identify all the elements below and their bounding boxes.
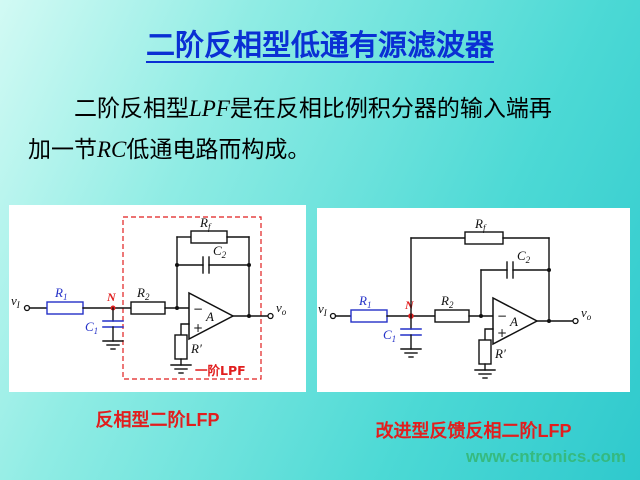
right-circuit-panel: vI R1 N Rf	[317, 208, 630, 392]
svg-text:R1: R1	[358, 293, 371, 310]
svg-text:R2: R2	[440, 293, 454, 310]
r1-label: R	[54, 285, 63, 300]
svg-text:R2: R2	[136, 285, 150, 302]
body-line-2: 加一节RC低通电路而构成。	[28, 129, 620, 170]
vout-label-sub: o	[587, 312, 592, 322]
rf-label: R	[474, 216, 483, 231]
opamp-plus-input: +	[497, 326, 507, 340]
c2-label-sub: 2	[222, 250, 227, 260]
opamp-minus-input: −	[193, 302, 203, 316]
vin-label-sub: I	[323, 308, 328, 318]
opamp: − + A	[188, 291, 235, 341]
feedback-resistor-rf: Rf	[410, 216, 550, 245]
svg-text:vI: vI	[318, 301, 328, 318]
svg-text:C1: C1	[383, 327, 396, 344]
input-terminal: vI	[11, 293, 31, 312]
ground-symbol	[170, 364, 192, 374]
ground-symbol	[474, 369, 496, 379]
right-circuit-diagram: vI R1 N Rf	[318, 216, 592, 379]
svg-text:R1: R1	[54, 285, 67, 302]
capacitor-c1: C1	[85, 307, 124, 342]
resistor-r1: R1	[350, 293, 388, 323]
node-n-label: N	[106, 290, 117, 304]
rf-label: R	[199, 215, 208, 230]
opamp-minus-input: −	[497, 309, 507, 323]
output-terminal: vo	[572, 305, 592, 325]
rf-label-sub: f	[208, 222, 212, 232]
resistor-r2: R2	[434, 293, 470, 323]
vout-label: v	[581, 305, 587, 320]
svg-text:C2: C2	[213, 243, 227, 260]
body-part: 加一节	[28, 136, 97, 162]
c1-label: C	[85, 319, 94, 334]
c2-label: C	[517, 248, 526, 263]
vout-label-sub: o	[282, 307, 287, 317]
c1-label-sub: 1	[94, 326, 99, 336]
svg-text:Rf: Rf	[199, 215, 212, 232]
ground-symbol	[400, 348, 422, 358]
feedback-capacitor-c2: C2	[175, 243, 251, 274]
feedback-resistor-rf: Rf	[176, 215, 250, 244]
body-part: 是在反相比例积分器的输入端再	[229, 95, 552, 121]
r1-label-sub: 1	[63, 292, 68, 302]
body-line-1: 二阶反相型LPF是在反相比例积分器的输入端再	[28, 88, 620, 129]
opamp-plus-input: +	[193, 321, 203, 335]
first-order-lpf-dashed-box	[122, 216, 262, 380]
opamp-label: A	[205, 309, 214, 324]
body-part-rc: RC	[97, 137, 127, 162]
resistor-r1: R1	[46, 285, 84, 315]
r1-label: R	[358, 293, 367, 308]
c2-label: C	[213, 243, 222, 258]
body-part: 二阶反相型	[74, 95, 189, 121]
node-n-label: N	[404, 298, 415, 312]
r-prime-label: R′	[494, 346, 506, 361]
r2-label-sub: 2	[449, 300, 454, 310]
vin-label: v	[318, 301, 324, 316]
c2-label-sub: 2	[526, 255, 531, 265]
ground-symbol	[102, 340, 124, 350]
c1-label: C	[383, 327, 392, 342]
opamp-label: A	[509, 314, 518, 329]
resistor-r2: R2	[130, 285, 166, 315]
resistor-r-prime: R′	[478, 328, 506, 371]
output-terminal: vo	[267, 300, 287, 320]
watermark: www.cntronics.com	[466, 447, 626, 466]
left-circuit-caption: 反相型二阶LFP	[95, 410, 220, 430]
right-circuit-caption: 改进型反馈反相二阶LFP	[375, 421, 572, 441]
c1-label-sub: 1	[392, 334, 397, 344]
opamp: − + A	[492, 296, 539, 346]
left-circuit-diagram: 一阶LPF vI R1 N C1	[11, 215, 287, 380]
svg-text:Rf: Rf	[474, 216, 487, 233]
capacitor-c1: C1	[383, 315, 422, 350]
slide-title: 二阶反相型低通有源滤波器	[145, 30, 494, 62]
r2-label: R	[440, 293, 449, 308]
r2-label: R	[136, 285, 145, 300]
vin-label: v	[11, 293, 17, 308]
r-prime-label: R′	[190, 341, 202, 356]
r2-label-sub: 2	[145, 292, 150, 302]
resistor-r-prime: R′	[174, 323, 202, 366]
vout-label: v	[276, 300, 282, 315]
svg-text:C1: C1	[85, 319, 98, 336]
body-text: 二阶反相型LPF是在反相比例积分器的输入端再 加一节RC低通电路而构成。	[28, 88, 620, 170]
first-order-lpf-label: 一阶LPF	[195, 363, 246, 378]
body-part: 低通电路而构成。	[126, 136, 311, 162]
r1-label-sub: 1	[367, 300, 372, 310]
feedback-capacitor-c2: C2	[480, 248, 551, 317]
body-part-lpf: LPF	[189, 96, 230, 121]
svg-text:C2: C2	[517, 248, 531, 265]
svg-text:vo: vo	[276, 300, 287, 317]
svg-text:vI: vI	[11, 293, 21, 310]
input-terminal: vI	[318, 301, 337, 320]
left-circuit-panel: 一阶LPF vI R1 N C1	[9, 205, 306, 392]
svg-text:vo: vo	[581, 305, 592, 322]
rf-label-sub: f	[483, 223, 487, 233]
vin-label-sub: I	[16, 300, 21, 310]
